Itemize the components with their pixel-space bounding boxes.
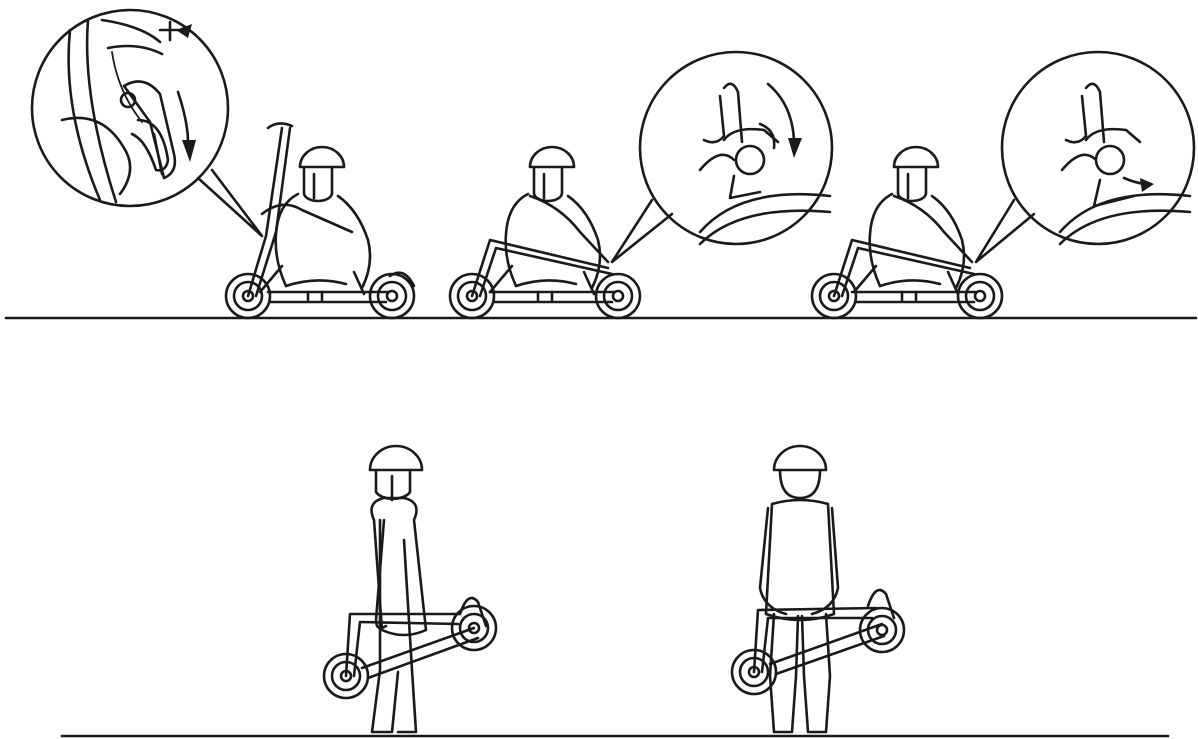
scooter-folded-2 [450, 240, 640, 318]
step-1-panel [32, 10, 414, 318]
scooter-folded-3 [812, 240, 1002, 318]
carry-side-view [324, 446, 496, 732]
step-2-panel [450, 52, 832, 318]
carry-front-view [732, 446, 904, 732]
step-3-panel [812, 52, 1194, 318]
person-crouching-3 [854, 147, 964, 300]
person-crouching-2 [490, 147, 600, 300]
